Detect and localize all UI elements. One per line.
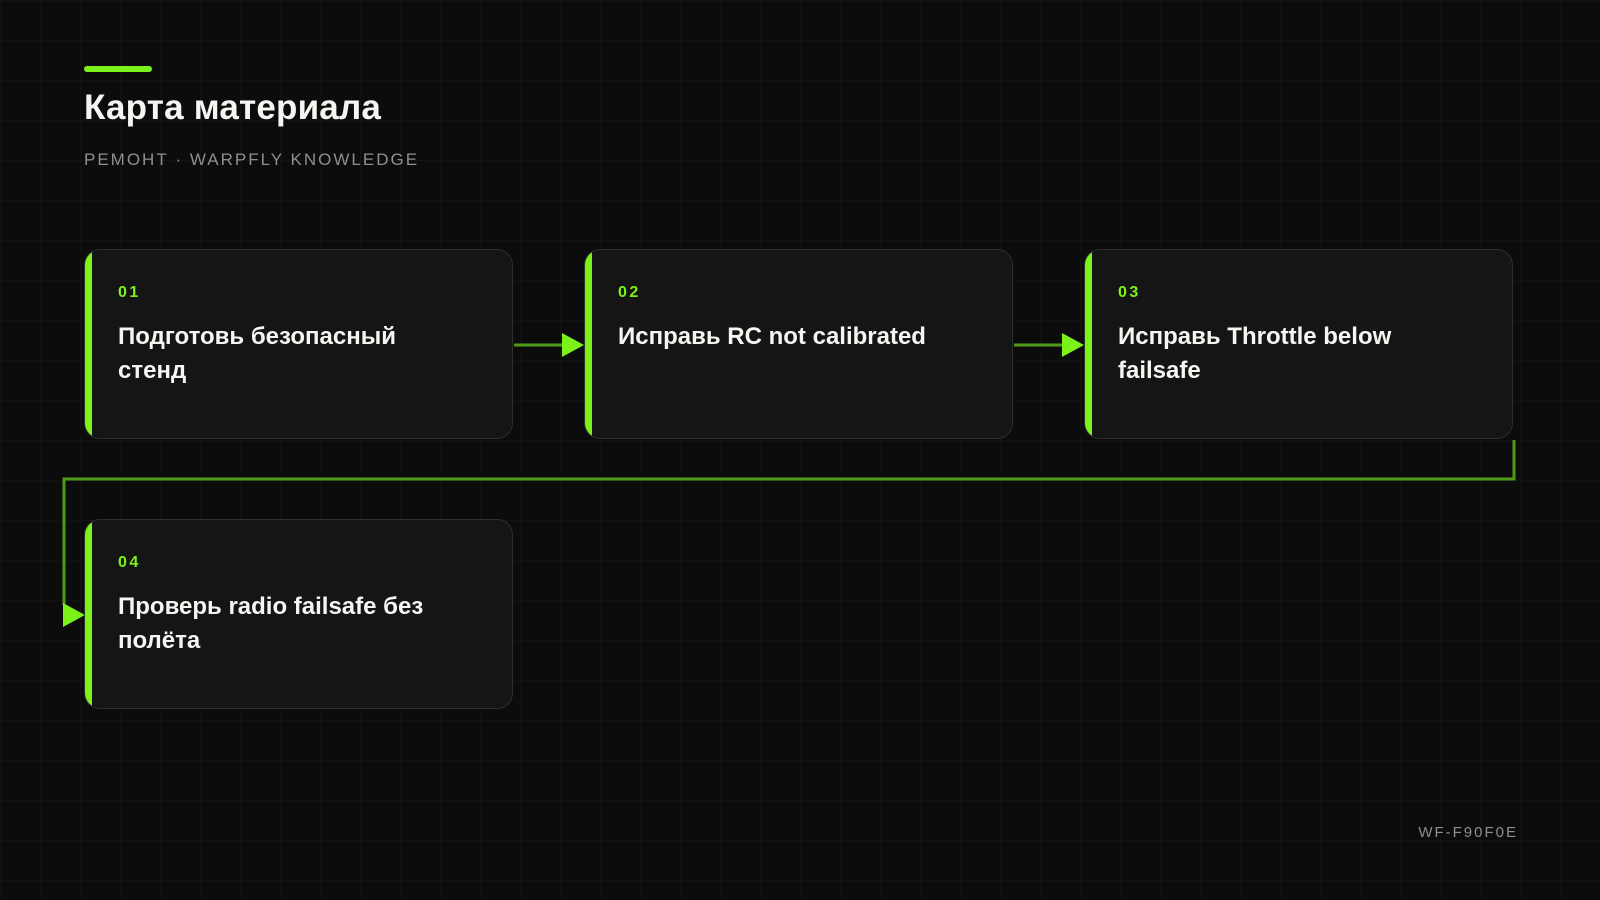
title-accent-bar	[84, 66, 152, 72]
step-card-2[interactable]: 02 Исправь RC not calibrated	[584, 249, 1013, 439]
connector-2-3	[1014, 333, 1084, 357]
step-label: Проверь radio failsafe без полёта	[118, 593, 424, 654]
step-card-4[interactable]: 04 Проверь radio failsafe без полёта	[84, 519, 513, 709]
step-label: Исправь Throttle below failsafe	[1118, 323, 1392, 384]
card-accent-stripe	[85, 520, 92, 708]
step-number: 04	[118, 554, 141, 571]
card-accent-stripe	[585, 250, 592, 438]
page-title: Карта материала	[84, 88, 382, 127]
arrow-head-icon	[63, 603, 85, 627]
card-accent-stripe	[85, 250, 92, 438]
document-code: WF-F90F0E	[1418, 824, 1518, 841]
step-number: 01	[118, 284, 141, 301]
step-label: Исправь RC not calibrated	[618, 323, 926, 350]
step-number: 03	[1118, 284, 1141, 301]
arrow-head-icon	[1062, 333, 1084, 357]
page-subtitle: РЕМОНТ · WARPFLY KNOWLEDGE	[84, 150, 420, 169]
step-label: Подготовь безопасный стенд	[118, 323, 396, 384]
step-card-1[interactable]: 01 Подготовь безопасный стенд	[84, 249, 513, 439]
step-number: 02	[618, 284, 641, 301]
arrow-head-icon	[562, 333, 584, 357]
step-card-3[interactable]: 03 Исправь Throttle below failsafe	[1084, 249, 1513, 439]
card-accent-stripe	[1085, 250, 1092, 438]
connector-1-2	[514, 333, 584, 357]
